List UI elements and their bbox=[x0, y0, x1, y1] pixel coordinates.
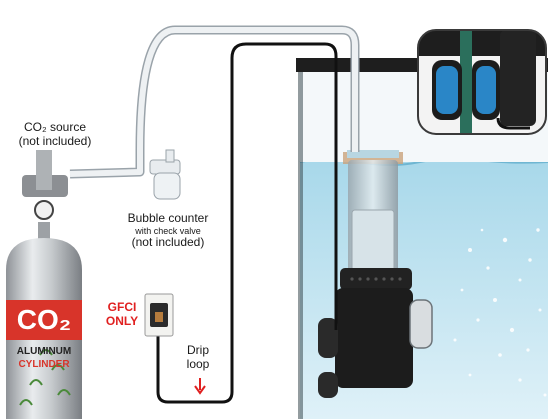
gfci-line1: GFCI bbox=[107, 300, 137, 314]
drip-line1: Drip bbox=[186, 343, 209, 357]
inset-detail bbox=[417, 29, 547, 135]
co2-cylinder bbox=[6, 150, 82, 419]
cylinder-label-line2: CYLINDER bbox=[18, 359, 70, 370]
drip-loop-label: Drip loop bbox=[176, 343, 220, 372]
arrow-down-icon bbox=[194, 378, 206, 395]
cylinder-logo: CO₂ bbox=[16, 304, 72, 335]
bubble-counter-line2: with check valve bbox=[135, 225, 201, 236]
cylinder-label-line1: ALUMINUM bbox=[16, 346, 72, 357]
drip-line2: loop bbox=[186, 356, 210, 371]
gfci-label: GFCI ONLY bbox=[100, 300, 144, 329]
co2-reactor bbox=[318, 150, 433, 398]
co2-source-line1: CO₂ source bbox=[23, 120, 86, 134]
bubble-counter-line1: Bubble counter bbox=[127, 211, 209, 225]
co2-source-line2: (not included) bbox=[18, 133, 92, 148]
bubble-counter-line3: (not included) bbox=[131, 235, 205, 250]
bubble-counter-label: Bubble counter with check valve (not inc… bbox=[112, 211, 224, 250]
co2-source-label: CO₂ source (not included) bbox=[0, 120, 110, 149]
aquarium-glass-edge bbox=[298, 72, 303, 419]
bubbles bbox=[453, 228, 547, 397]
power-cord bbox=[156, 42, 338, 404]
gfci-line2: ONLY bbox=[105, 313, 139, 328]
bubble-counter bbox=[149, 149, 181, 200]
wall-outlet bbox=[144, 293, 174, 337]
